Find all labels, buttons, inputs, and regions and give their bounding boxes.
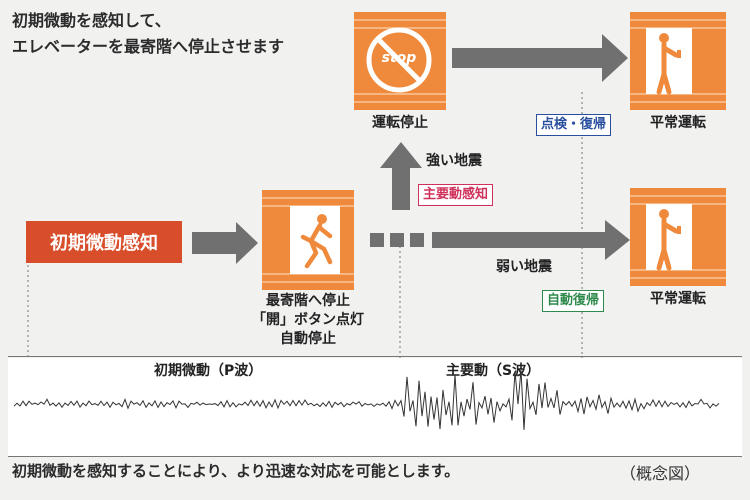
nearest-floor-line-3: 自動停止 [280,331,336,347]
elevator-stop-icon [354,12,446,110]
normal-bottom-label: 平常運転 [650,291,706,307]
arrow-to-normal-top [452,34,628,82]
p-wave-label: 初期微動（P波） [154,363,263,379]
arrow-weak-quake [432,220,630,260]
intro-line-1: 初期微動を感知して、 [12,11,171,30]
dash-block-3 [410,233,424,247]
arrow-strong-quake [380,142,422,210]
arrow-to-nearest-floor [192,222,258,264]
nearest-floor-line-1: 最寄階へ停止 [266,293,350,309]
elevator-normal-icon-bottom [630,188,726,286]
intro-text: 初期微動を感知して、 エレベーターを最寄階へ停止させます [12,8,284,60]
auto-restore-badge: 自動復帰 [542,290,605,312]
stop-sign-text: stop [381,50,417,66]
bottom-separator [8,456,742,457]
nearest-floor-labels: 最寄階へ停止 「開」ボタン点灯 自動停止 [248,292,368,349]
s-wave-label: 主要動（S波） [446,363,541,379]
dash-block-2 [390,233,404,247]
initial-tremor-box: 初期微動感知 [26,221,182,263]
seismic-wave-line [13,369,720,430]
normal-top-label: 平常運転 [650,115,706,131]
top-separator [8,356,742,357]
elevator-open-icon [262,190,354,290]
inspect-restore-badge: 点検・復帰 [536,114,612,136]
main-detect-badge: 主要動感知 [418,184,494,206]
operation-stop-label: 運転停止 [372,115,428,131]
weak-quake-label: 弱い地震 [496,259,552,275]
dash-block-1 [370,233,384,247]
intro-line-2: エレベーターを最寄階へ停止させます [12,37,285,56]
strong-quake-label: 強い地震 [426,153,482,169]
nearest-floor-line-2: 「開」ボタン点灯 [252,312,364,328]
footer-note: （概念図） [620,464,701,483]
footer-text: 初期微動を感知することにより、より迅速な対応を可能とします。 [12,462,460,480]
elevator-normal-icon-top [630,12,726,110]
